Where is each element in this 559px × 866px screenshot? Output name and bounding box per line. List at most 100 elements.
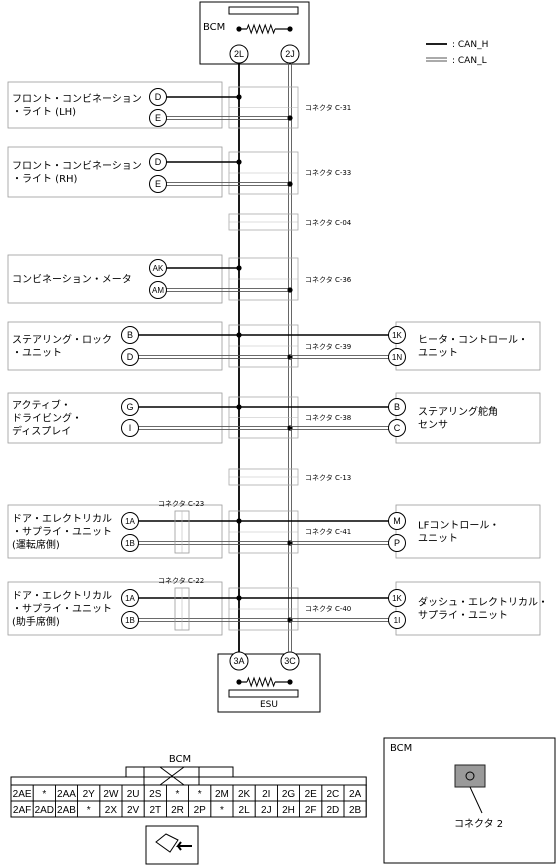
right-module-box-4 <box>395 321 541 371</box>
right-pin-l-8-label: 1I <box>394 616 401 625</box>
left-node-l-1 <box>287 181 293 187</box>
left-module-label-8-0: ドア・エレクトリカル <box>12 590 112 602</box>
left-module-label-7-1: ・サプライ・ユニット <box>12 526 112 538</box>
left-module-box-8 <box>7 581 223 636</box>
bcm-node-l <box>287 26 293 32</box>
left-pin-l-4 <box>121 348 139 366</box>
right-pin-l-4-label: 1N <box>392 353 402 362</box>
esu-termination-resistor-zigzag <box>246 676 276 688</box>
right-pin-l-5 <box>388 419 406 437</box>
connector-cell-bottom-label-3: * <box>87 805 91 816</box>
bcm-pin-2j-label: 2J <box>285 49 295 59</box>
right-module-label-8-0: ダッシュ・エレクトリカル・ <box>418 596 548 609</box>
left-pin-l-5 <box>121 419 139 437</box>
connector-cell-top-label-5: 2U <box>127 789 140 800</box>
connector-face-title: BCM <box>169 754 191 765</box>
bcm-termination-resistor-zigzag <box>246 23 276 35</box>
left-pin-l-0 <box>149 109 167 127</box>
connector-label-0: コネクタ C-31 <box>305 103 351 112</box>
esu-node-l <box>287 679 293 685</box>
left-module-label-4-0: ステアリング・ロック <box>12 333 112 346</box>
left-module-label-5-1: ドライビング・ <box>12 412 82 425</box>
connector-cell-top-label-0: 2AE <box>13 789 32 800</box>
left-pin-h-7 <box>121 512 139 530</box>
left-module-box-5 <box>7 392 223 444</box>
left-pin-h-4-label: B <box>127 330 133 340</box>
right-pin-h-8 <box>388 589 406 607</box>
connector-label-1: コネクタ C-33 <box>305 168 351 177</box>
connector-cell-top-label-10: 2K <box>238 789 251 800</box>
esu-node-h <box>236 679 242 685</box>
left-module-box-4 <box>7 321 223 371</box>
left-pin-l-3-label: AM <box>152 286 164 295</box>
connector-cell-bottom-label-9: * <box>220 805 224 816</box>
left-node-h-0 <box>236 94 242 100</box>
left-module-box-3 <box>7 254 223 304</box>
location-title: BCM <box>390 743 412 754</box>
esu-module-box <box>217 653 321 713</box>
left-module-label-5-2: ディスプレイ <box>12 425 71 438</box>
left-pin-h-0-label: D <box>155 92 162 102</box>
connector-label-3: コネクタ C-36 <box>305 275 352 284</box>
bcm-termination-resistor <box>246 23 276 35</box>
esu-bar-bottom <box>228 689 299 698</box>
connector-cell-bottom-label-13: 2F <box>305 805 317 816</box>
connector-label-2: コネクタ C-04 <box>305 218 352 227</box>
connector-cell-bottom-label-5: 2V <box>127 805 140 816</box>
left-pin-l-7 <box>121 534 139 552</box>
connector-cell-bottom-label-2: 2AB <box>57 805 76 816</box>
connector-cell-top-label-8: * <box>198 789 202 800</box>
connector-face-top-strip <box>10 776 367 786</box>
right-pin-h-5 <box>388 398 406 416</box>
connector-cell-bottom-label-12: 2H <box>282 805 295 816</box>
right-module-box-7 <box>395 504 541 559</box>
connector-cell-bottom-label-6: 2T <box>149 805 161 816</box>
left-pin-l-0-label: E <box>155 113 161 123</box>
bcm-title: BCM <box>203 22 225 33</box>
left-pin-l-4-label: D <box>127 352 134 362</box>
connector-cell-top-label-7: * <box>176 789 180 800</box>
right-pin-l-7-label: P <box>394 538 400 548</box>
left-node-l-0 <box>287 115 293 121</box>
left-pin-h-7-label: 1A <box>125 517 135 526</box>
connector-cell-top-label-11: 2I <box>262 789 270 800</box>
connector-label-8: コネクタ C-40 <box>305 604 351 613</box>
right-module-box-5 <box>395 392 541 444</box>
left-pin-h-8-label: 1A <box>125 594 135 603</box>
esu-title: ESU <box>260 700 278 710</box>
connector-label-4: コネクタ C-39 <box>305 342 351 351</box>
left-module-label-7-2: (運転席側) <box>12 538 60 551</box>
connector-cell-bottom-label-14: 2D <box>327 805 340 816</box>
connector-label-7: コネクタ C-41 <box>305 527 351 536</box>
left-module-label-4-1: ・ユニット <box>12 348 62 359</box>
connector-cell-top-label-9: 2M <box>215 789 229 800</box>
left-module-box-7 <box>7 504 223 559</box>
connector-cell-top-label-15: 2A <box>349 789 362 800</box>
right-module-label-5-1: センサ <box>418 419 448 431</box>
left-pin-h-5 <box>121 398 139 416</box>
connector-face-outline <box>11 766 367 778</box>
legend-can-h: : CAN_H <box>452 40 488 50</box>
left-door-connector-label-8: コネクタ C-22 <box>158 576 204 585</box>
left-module-label-3-0: コンビネーション・メータ <box>12 274 132 286</box>
connector-cell-bottom-label-4: 2X <box>105 805 118 816</box>
left-module-label-0-0: フロント・コンビネーション <box>12 93 142 105</box>
right-module-box-8 <box>395 581 541 636</box>
connector-label-6: コネクタ C-13 <box>305 473 351 482</box>
esu-pin-3c <box>280 651 300 671</box>
connector-cell-top-label-3: 2Y <box>83 789 96 800</box>
right-pin-l-8 <box>388 611 406 629</box>
left-module-label-0-1: ・ライト (LH) <box>12 106 76 118</box>
left-pin-l-1 <box>149 175 167 193</box>
right-module-label-7-1: ユニット <box>418 534 458 545</box>
connector-cell-bottom-label-7: 2R <box>171 805 184 816</box>
left-pin-h-4 <box>121 326 139 344</box>
right-module-label-8-1: サプライ・ユニット <box>418 610 508 622</box>
connector-cell-bottom-15 <box>343 800 367 818</box>
right-pin-l-7 <box>388 534 406 552</box>
left-pin-h-0 <box>149 88 167 106</box>
left-node-l-3 <box>287 287 293 293</box>
connector-cell-bottom-label-0: 2AF <box>13 805 31 816</box>
right-pin-l-4 <box>388 348 406 366</box>
